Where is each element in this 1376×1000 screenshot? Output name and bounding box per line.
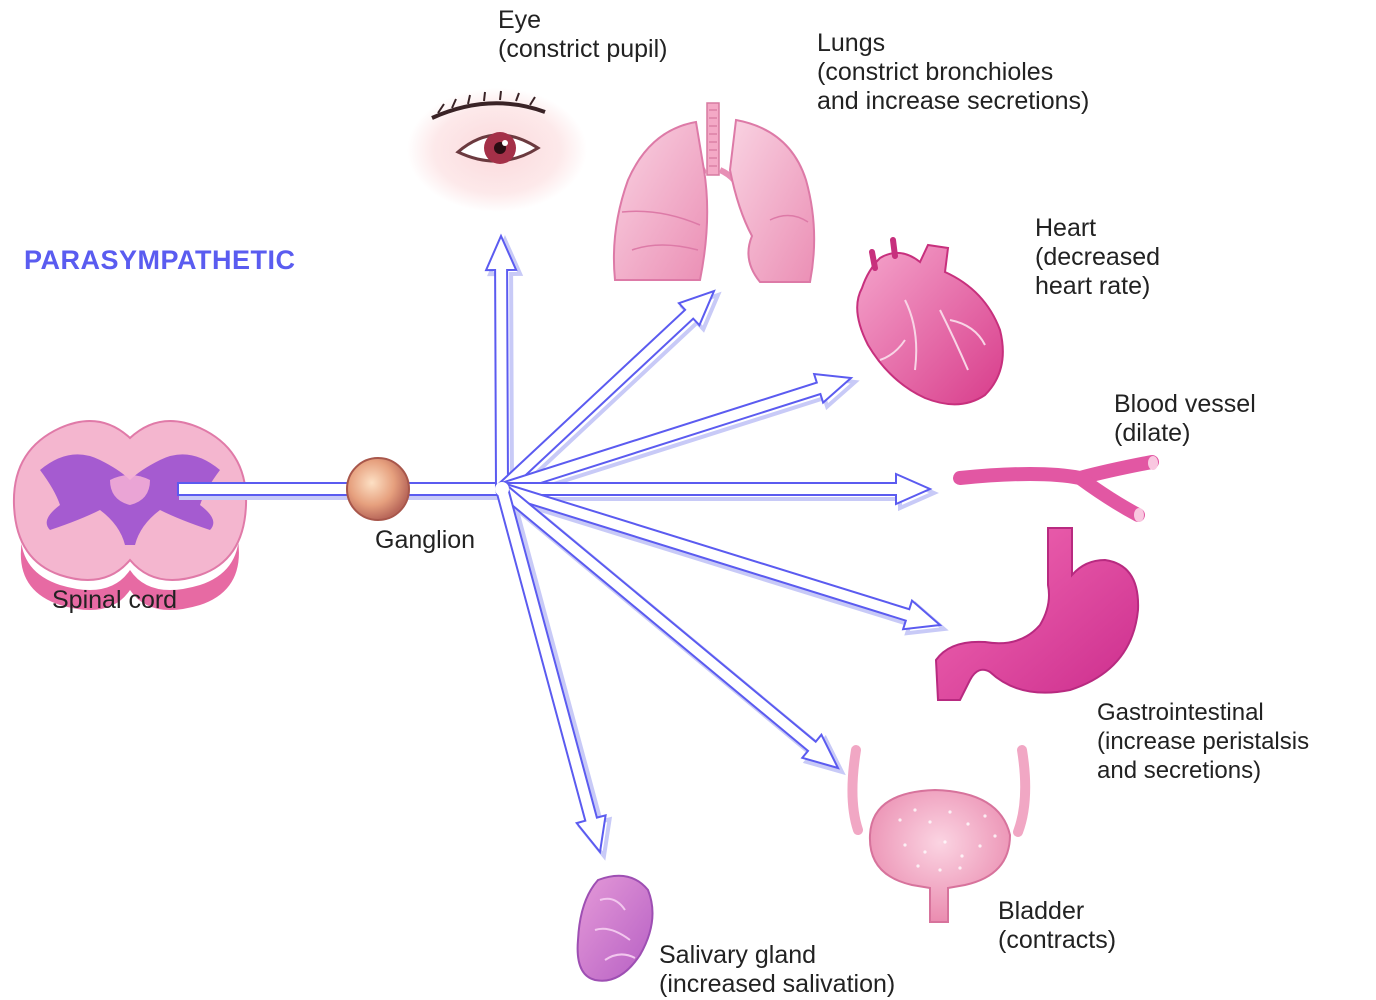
arrow-to-salivary-gland bbox=[496, 487, 605, 852]
ganglion bbox=[347, 458, 409, 520]
gastrointestinal-name: Gastrointestinal bbox=[1097, 698, 1309, 727]
diagram-title: PARASYMPATHETIC bbox=[24, 245, 296, 276]
eye-effect: (constrict pupil) bbox=[498, 35, 668, 64]
salivary-gland-label: Salivary gland (increased salivation) bbox=[659, 941, 895, 999]
blood-vessel-label: Blood vessel (dilate) bbox=[1114, 390, 1256, 448]
nerve-trunk bbox=[178, 483, 510, 495]
bladder-name: Bladder bbox=[998, 897, 1116, 926]
gastrointestinal-effect: (increase peristalsis bbox=[1097, 727, 1309, 756]
heart-effect: (decreased bbox=[1035, 243, 1160, 272]
spinal-cord-label: Spinal cord bbox=[52, 586, 177, 615]
bladder-label: Bladder (contracts) bbox=[998, 897, 1116, 955]
heart-label: Heart (decreased heart rate) bbox=[1035, 214, 1160, 301]
spinal-cord bbox=[14, 421, 246, 610]
lungs-effect-line2: and increase secretions) bbox=[817, 87, 1089, 116]
blood-vessel-name: Blood vessel bbox=[1114, 390, 1256, 419]
eye-name: Eye bbox=[498, 6, 668, 35]
eye-label: Eye (constrict pupil) bbox=[498, 6, 668, 64]
pathway-hub bbox=[495, 482, 509, 496]
gastrointestinal-label: Gastrointestinal (increase peristalsis a… bbox=[1097, 698, 1309, 785]
bladder-effect: (contracts) bbox=[998, 926, 1116, 955]
lungs-label: Lungs (constrict bronchioles and increas… bbox=[817, 29, 1089, 116]
gastrointestinal-effect-line2: and secretions) bbox=[1097, 756, 1309, 785]
heart-effect-line2: heart rate) bbox=[1035, 272, 1160, 301]
heart-illustration bbox=[857, 240, 1003, 404]
lungs-illustration bbox=[614, 103, 814, 282]
salivary-gland-effect: (increased salivation) bbox=[659, 970, 895, 999]
eye-illustration bbox=[407, 88, 587, 212]
stomach-illustration bbox=[936, 528, 1138, 700]
salivary-gland-illustration bbox=[578, 876, 653, 981]
nerve-pathways bbox=[178, 236, 944, 856]
arrow-to-gastrointestinal bbox=[500, 483, 940, 629]
blood-vessel-effect: (dilate) bbox=[1114, 419, 1256, 448]
lungs-name: Lungs bbox=[817, 29, 1089, 58]
blood-vessel-illustration bbox=[960, 456, 1158, 522]
lungs-effect: (constrict bronchioles bbox=[817, 58, 1089, 87]
salivary-gland-name: Salivary gland bbox=[659, 941, 895, 970]
ganglion-label: Ganglion bbox=[375, 526, 475, 555]
heart-name: Heart bbox=[1035, 214, 1160, 243]
